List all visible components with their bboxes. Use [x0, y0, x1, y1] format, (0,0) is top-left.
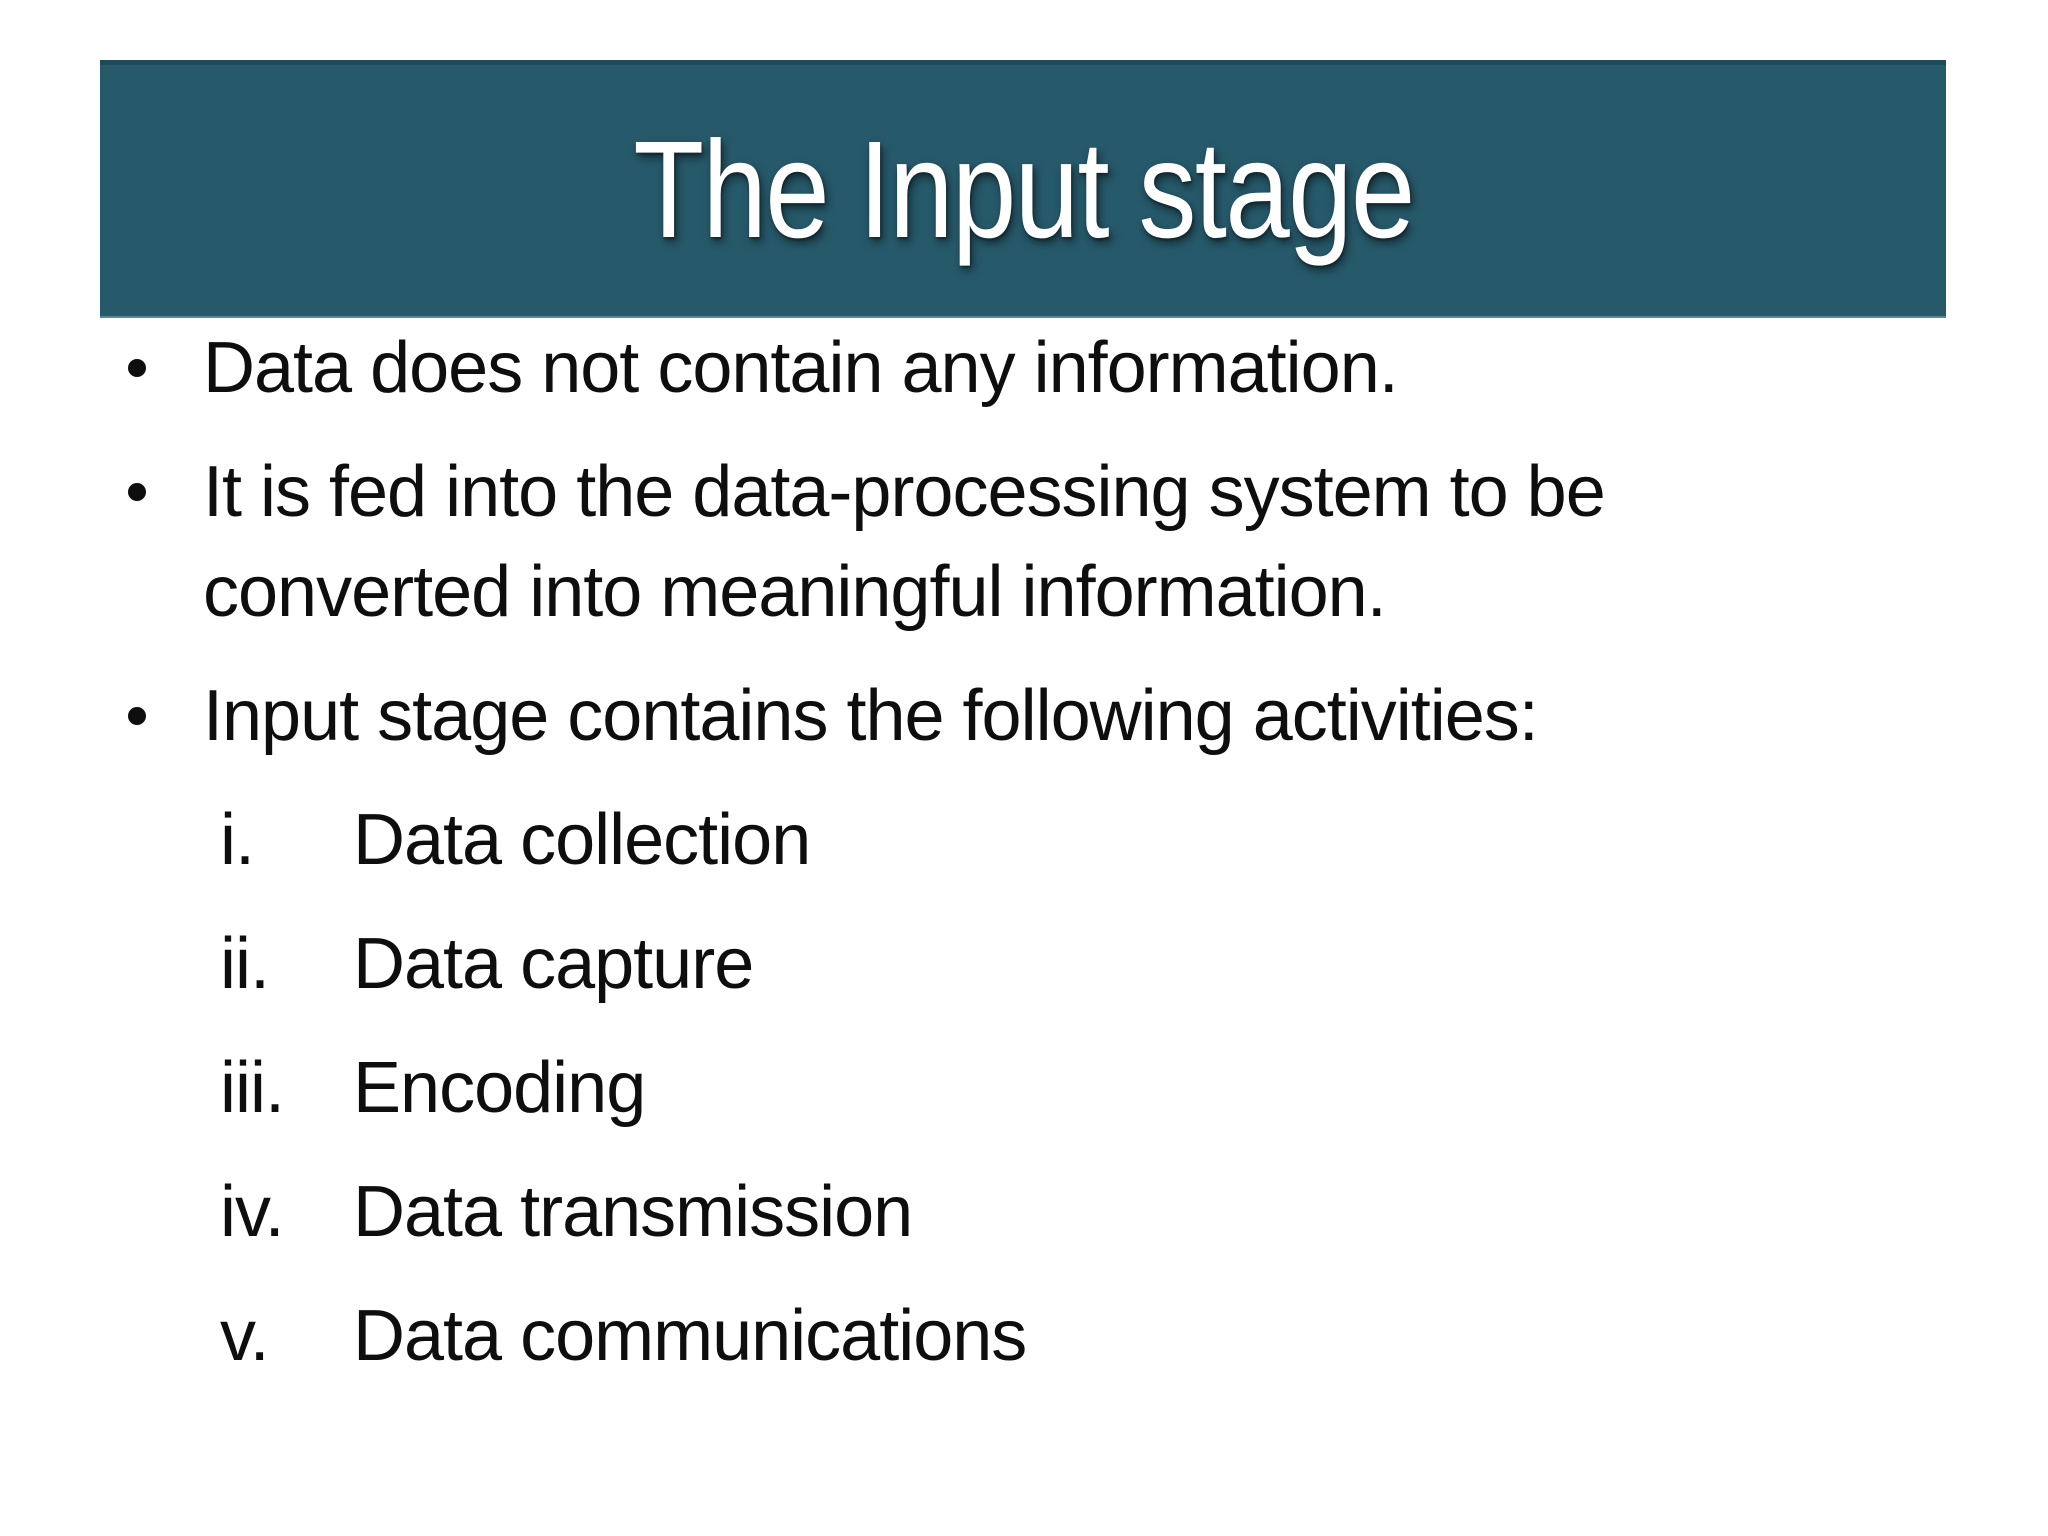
bullet-text: Input stage contains the following activ…	[203, 666, 1938, 766]
item-label: Data transmission	[353, 1172, 913, 1252]
bullet-text: It is fed into the data-processing syste…	[203, 442, 1938, 642]
numbered-item: i. Data collection	[220, 790, 1938, 890]
bullet-line: It is fed into the data-processing syste…	[203, 452, 1606, 532]
item-label: Data collection	[353, 800, 811, 880]
bullet-line: Input stage contains the following activ…	[203, 676, 1539, 756]
bullet-text: Data does not contain any information.	[203, 318, 1938, 418]
slide-body: Data does not contain any information. I…	[0, 318, 2048, 1410]
bullet-dot-icon	[100, 666, 203, 766]
item-numeral: v.	[220, 1296, 270, 1376]
bullet-dot-icon	[100, 442, 203, 542]
bullet-item: Data does not contain any information.	[100, 318, 1938, 418]
title-banner: The Input stage	[100, 60, 1946, 318]
bullet-dot-icon	[100, 318, 203, 418]
bullet-item: Input stage contains the following activ…	[100, 666, 1938, 766]
numbered-item: iv. Data transmission	[220, 1162, 1938, 1262]
numbered-item: v. Data communications	[220, 1286, 1938, 1386]
item-numeral: ii.	[220, 924, 270, 1004]
item-numeral: iv.	[220, 1172, 285, 1252]
numbered-item: ii. Data capture	[220, 914, 1938, 1014]
item-label: Data communications	[353, 1296, 1027, 1376]
item-numeral: i.	[220, 800, 255, 880]
bullet-line: converted into meaningful information.	[203, 552, 1387, 632]
numbered-item: iii. Encoding	[220, 1038, 1938, 1138]
item-label: Data capture	[353, 924, 754, 1004]
item-numeral: iii.	[220, 1048, 285, 1128]
item-label: Encoding	[353, 1048, 646, 1128]
page-title: The Input stage	[632, 113, 1415, 267]
bullet-line: Data does not contain any information.	[203, 328, 1399, 408]
bullet-item: It is fed into the data-processing syste…	[100, 442, 1938, 642]
